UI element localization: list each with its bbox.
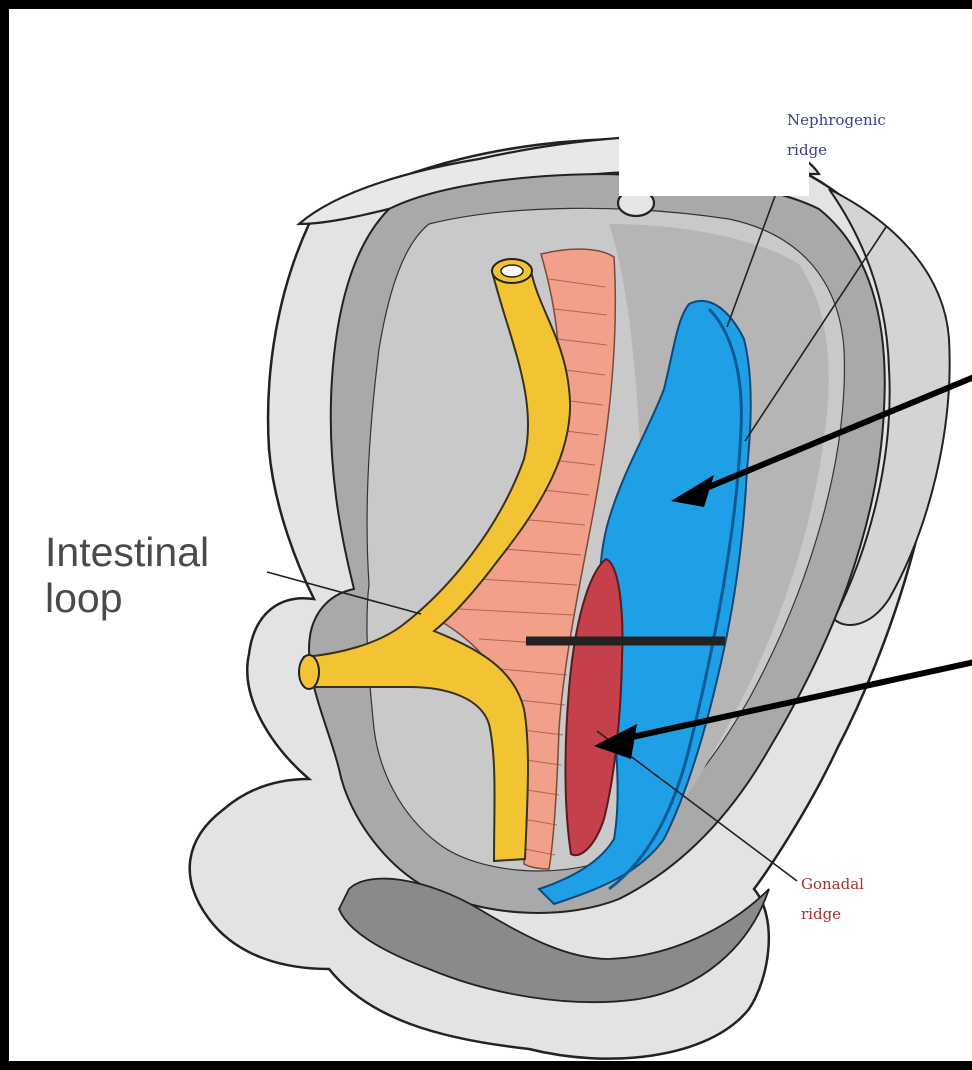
intestine-cut-end-left — [299, 655, 319, 689]
nephrogenic-ridge-label: Nephrogenic ridge — [787, 105, 886, 165]
gonadal-ridge-label-line1: Gonadal — [801, 875, 864, 893]
intestinal-loop-label: Intestinal loop — [45, 529, 265, 621]
nephrogenic-ridge-label-line1: Nephrogenic — [787, 111, 886, 129]
intestinal-loop-label-line1: Intestinal — [45, 529, 209, 575]
nephrogenic-label-backdrop — [619, 134, 809, 196]
intestine-lumen-top — [501, 265, 523, 277]
gonadal-ridge-label-line2: ridge — [801, 905, 841, 923]
nephrogenic-ridge-label-line2: ridge — [787, 141, 827, 159]
gonadal-ridge-label: Gonadal ridge — [801, 869, 864, 929]
intestinal-loop-label-line2: loop — [45, 575, 123, 621]
